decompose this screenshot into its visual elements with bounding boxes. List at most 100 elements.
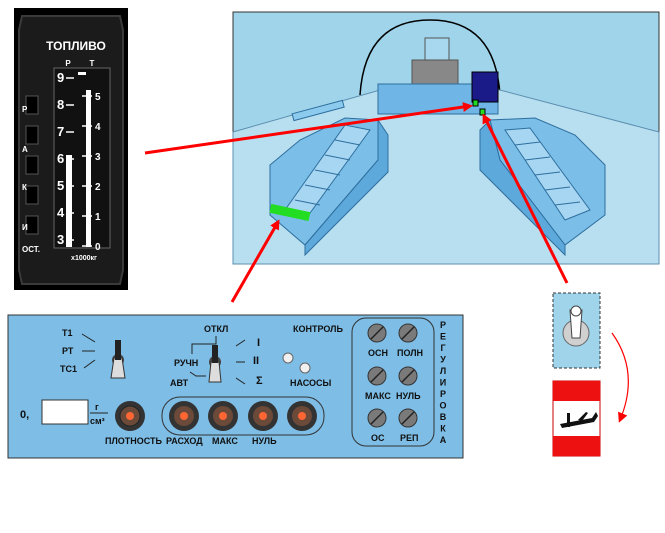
density-prefix: 0, [20,409,29,421]
regulation-knob-5[interactable] [367,408,387,428]
indicator-light-1 [472,99,479,107]
regulation-knob-3[interactable] [367,366,387,386]
gauge-right-tick-label: 4 [95,122,101,133]
kontrol-label: КОНТРОЛЬ [293,324,343,334]
fuel-source-toggle[interactable] [110,340,126,379]
vertical-title-letter: Г [440,343,445,353]
aircraft-icon [560,412,598,428]
dome-block [411,59,459,85]
mode-toggle[interactable] [208,345,222,383]
gauge-side-indicators [25,95,39,235]
density-unit-top: г [95,402,99,412]
gauge-left-tick-label: 6 [57,151,64,166]
density-input[interactable] [41,399,89,425]
canopy-dome [359,19,501,96]
roman-2: II [253,355,259,367]
side-letter-1: Р [22,105,28,114]
plotnost-label: ПЛОТНОСТЬ [105,436,163,446]
arrow-gauge-to-unit [144,102,473,155]
gauge-scale-window [53,67,111,249]
regulation-block [351,317,435,447]
consumption-knob-a[interactable] [169,401,199,431]
regulation-knob-2[interactable] [398,323,418,343]
arrow-curved-switch-to-icon [611,332,629,423]
otkl-label: ОТКЛ [204,324,228,334]
vertical-title-letter: Л [440,366,446,376]
gauge-left-tick-label: 9 [57,70,64,85]
arrow-panel-to-tank [230,219,280,303]
vertical-title-letter: О [439,401,446,411]
cockpit-scene [232,11,660,265]
ruchn-label: РУЧН [174,358,198,368]
vertical-title-letter: Е [440,332,446,342]
vertical-title-letter: И [440,378,446,388]
vertical-title-letter: Р [440,320,446,330]
avt-label: АВТ [170,378,189,388]
vertical-title-letter: К [440,424,446,434]
reg-label-nul: НУЛЬ [396,391,421,401]
consumption-knob-b[interactable] [208,401,238,431]
right-tank [479,117,606,257]
fuel-gauge: ТОПЛИВО Р Т Р А К И ОСТ. х1000кг 9876543… [14,8,128,290]
gauge-left-tick-label: 3 [57,232,64,247]
reg-label-osn: ОСН [368,348,388,358]
vertical-title-letter: А [440,435,447,445]
vertical-title-letter: В [440,412,447,422]
vertical-title-letter: Р [440,389,446,399]
gauge-right-tick-label: 1 [95,212,101,223]
regulation-knobs [367,323,418,428]
bottom-band [0,470,665,533]
dome-window [424,37,450,63]
gauge-left-tick-label: 5 [57,178,64,193]
gauge-right-tick-label: 2 [95,182,101,193]
regulation-knob-6[interactable] [398,408,418,428]
side-letter-3: К [22,183,27,192]
vertical-title-letter: У [440,355,446,365]
gauge-col-right: Т [90,59,95,68]
gauge-right-tick-label: 5 [95,92,101,103]
side-letter-4: И [22,223,28,232]
gauge-unit: х1000кг [71,255,97,262]
roman-1: I [257,337,260,349]
left-tank [269,99,389,257]
control-lamp-2[interactable] [299,362,311,374]
gauge-left-tick-label: 8 [57,97,64,112]
reg-label-poln: ПОЛН [397,348,423,358]
regulation-knob-1[interactable] [367,323,387,343]
reg-label-maks: МАКС [365,391,391,401]
gauge-right-tick-label: 3 [95,152,101,163]
control-unit [471,71,499,103]
arrow-switch-to-unit [482,113,569,284]
gauge-col-left: Р [65,59,71,68]
gauge-right-bar [86,90,91,247]
gauge-right-tick-label: 0 [95,242,101,253]
side-bottom-label: ОСТ. [22,245,40,254]
gauge-indicator-mark [78,72,86,75]
max-knob[interactable] [248,401,278,431]
knob-label-rashod: РАСХОД [166,436,203,446]
density-knob[interactable] [115,401,145,431]
regulation-knob-4[interactable] [398,366,418,386]
knob-label-nul: НУЛЬ [252,436,277,446]
reg-label-os: ОС [371,433,385,443]
switch-zoom [552,292,601,369]
gauge-left-tick-label: 4 [57,205,65,220]
control-lamp-1[interactable] [282,352,294,364]
aircraft-icon-card [552,380,601,457]
zero-knob[interactable] [287,401,317,431]
density-unit-bottom: см³ [90,416,105,426]
reg-label-rep: РЕП [400,433,418,443]
switch1-pos-ts1: ТС1 [60,364,77,374]
roman-sigma: Σ [256,375,263,387]
knob-label-maks: МАКС [212,436,238,446]
nasosy-label: НАСОСЫ [290,378,332,388]
left-tank-highlight [269,203,311,222]
control-panel: Т1 РТ ТС1 ОТКЛ РУЧН АВТ I II Σ КОНТРОЛЬ [7,314,464,459]
switch1-pos-t1: Т1 [62,328,73,338]
gauge-title: ТОПЛИВО [46,39,106,53]
switch1-pos-rt: РТ [62,346,74,356]
gauge-left-tick-label: 7 [57,124,64,139]
gauge-ticks: 9 8 7 6 5 4 3 5 4 3 2 1 0 [57,70,101,253]
